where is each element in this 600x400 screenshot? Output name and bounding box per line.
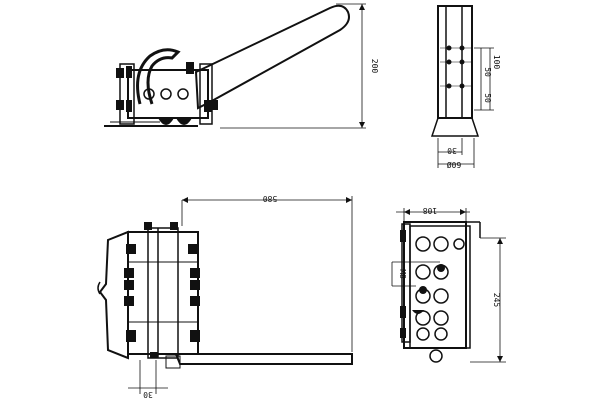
handle-knob <box>429 349 443 363</box>
pivot-hole <box>143 88 155 100</box>
lever-arm <box>194 4 350 110</box>
bolts <box>116 62 218 112</box>
dim-60: 60Ø <box>447 160 462 170</box>
dim-50-upper: 50 <box>483 67 492 77</box>
hook <box>136 48 181 105</box>
lever-handle <box>174 353 353 365</box>
height-label: 200 <box>370 59 379 74</box>
end-view: 100 50 50 30 60Ø <box>430 5 501 170</box>
clamp-block <box>127 231 199 355</box>
length-label: 580 <box>263 194 278 203</box>
dim-100: 100 <box>492 55 501 70</box>
front-height-label: 245 <box>492 293 501 308</box>
side-view: 200 <box>104 3 379 129</box>
dim-30: 30 <box>447 146 457 155</box>
width-label: 108 <box>423 206 438 215</box>
m8-bolt <box>437 264 445 272</box>
clamp-feet <box>158 118 192 125</box>
plan-dim-30: 30 <box>143 390 153 399</box>
m8-label: M8 <box>398 269 407 279</box>
plan-bolts <box>124 222 200 358</box>
front-view: 108 M8 245 <box>391 206 506 363</box>
plan-view: 580 30 <box>97 194 353 399</box>
dim-50-lower: 50 <box>483 93 492 103</box>
housing-outline <box>98 230 129 360</box>
